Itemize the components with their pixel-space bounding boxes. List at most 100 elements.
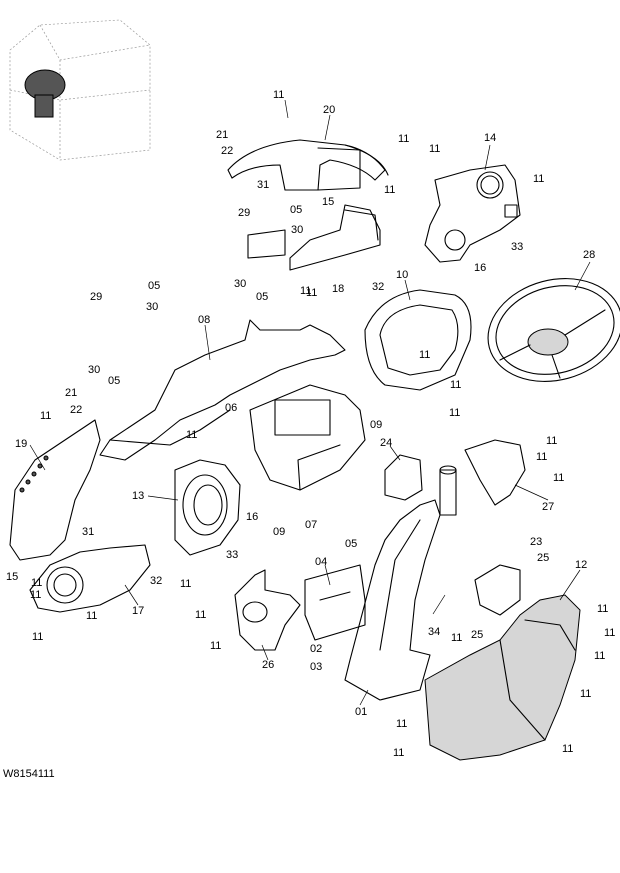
callout-11: 11	[604, 627, 615, 639]
callout-11: 11	[396, 718, 407, 730]
callout-09: 09	[273, 526, 285, 538]
steering-wheel-part-28	[487, 278, 620, 382]
callout-12: 12	[575, 559, 587, 571]
callout-11: 11	[273, 89, 284, 101]
callout-11: 11	[300, 285, 311, 297]
callout-01: 01	[355, 706, 367, 718]
lower-cover-part-26	[234, 569, 301, 651]
callout-33: 33	[226, 549, 238, 561]
callout-30: 30	[291, 224, 303, 236]
callout-18: 18	[332, 283, 344, 295]
callout-labels: 01 02 03 04 05 05 05 05 05 06 07 08 09 0…	[6, 104, 595, 718]
callout-11: 11	[40, 410, 51, 422]
dash-frame-part-08	[99, 319, 346, 461]
mount-plate-part-04	[304, 564, 366, 641]
callout-11: 11	[384, 184, 395, 196]
callout-11: 11	[32, 631, 43, 643]
callout-11: 11	[451, 632, 462, 644]
callout-30: 30	[146, 301, 158, 313]
callout-11: 11	[580, 688, 591, 700]
steering-column-part-01	[344, 465, 457, 701]
callout-11: 11	[210, 640, 221, 652]
left-panel-part-19	[9, 419, 101, 561]
callout-25: 25	[471, 629, 483, 641]
callout-11: 11	[419, 349, 430, 361]
callout-14: 14	[484, 132, 496, 144]
callout-30: 30	[88, 364, 100, 376]
callout-11: 11	[533, 173, 544, 185]
callout-31: 31	[257, 179, 269, 191]
callout-21: 21	[65, 387, 77, 399]
callout-11: 11	[562, 743, 573, 755]
bracket-part-18	[289, 204, 381, 271]
callout-19: 19	[15, 438, 27, 450]
callout-11: 11	[180, 578, 191, 590]
round-cover-part-13	[174, 459, 241, 556]
callout-05: 05	[345, 538, 357, 550]
callout-23: 23	[530, 536, 542, 548]
callout-11: 11	[546, 435, 557, 447]
callout-11: 11	[536, 451, 547, 463]
callout-15: 15	[322, 196, 334, 208]
callout-11: 11	[31, 577, 42, 589]
callout-05: 05	[108, 375, 120, 387]
callout-28: 28	[583, 249, 595, 261]
lower-shroud-part-12	[424, 594, 581, 761]
cover-part-24	[384, 454, 423, 501]
callout-24: 24	[380, 437, 392, 449]
callout-09: 09	[370, 419, 382, 431]
callout-22: 22	[70, 404, 82, 416]
callout-13: 13	[132, 490, 144, 502]
console-box-part-06	[249, 384, 366, 491]
callout-11: 11	[30, 589, 41, 601]
cover-part-27	[464, 439, 526, 506]
callout-21: 21	[216, 129, 228, 141]
callout-11: 11	[429, 143, 440, 155]
leader-lines	[29, 99, 591, 706]
callout-17: 17	[132, 605, 144, 617]
callout-06: 06	[225, 402, 237, 414]
callout-30: 30	[234, 278, 246, 290]
lower-left-panel-part-17	[29, 544, 151, 613]
callout-10: 10	[396, 269, 408, 281]
upper-cover-part-20	[227, 139, 389, 191]
cab-location-thumbnail	[9, 19, 151, 161]
callout-03: 03	[310, 661, 322, 673]
callout-15: 15	[6, 571, 18, 583]
callout-08: 08	[198, 314, 210, 326]
callout-31: 31	[82, 526, 94, 538]
callout-33: 33	[511, 241, 523, 253]
callout-11: 11	[597, 603, 608, 615]
callout-05: 05	[148, 280, 160, 292]
callout-11: 11	[86, 610, 97, 622]
callout-11: 11	[186, 429, 197, 441]
callout-11: 11	[594, 650, 605, 662]
callout-07: 07	[305, 519, 317, 531]
callout-34: 34	[428, 626, 440, 638]
callout-20: 20	[323, 104, 335, 116]
callout-29: 29	[238, 207, 250, 219]
callout-16: 16	[474, 262, 486, 274]
callout-32: 32	[372, 281, 384, 293]
callout-22: 22	[221, 145, 233, 157]
callout-04: 04	[315, 556, 327, 568]
callout-02: 02	[310, 643, 322, 655]
callout-26: 26	[262, 659, 274, 671]
cover-part-23	[474, 564, 521, 616]
cluster-hood-part-10	[364, 289, 472, 391]
bolt-callouts: 11 11 11 11 11 11 11 11 11 11 11 11 11 1…	[30, 89, 615, 759]
callout-27: 27	[542, 501, 554, 513]
callout-11: 11	[195, 609, 206, 621]
callout-11: 11	[306, 287, 317, 299]
callout-11: 11	[449, 407, 460, 419]
callout-05: 05	[290, 204, 302, 216]
callout-32: 32	[150, 575, 162, 587]
callout-11: 11	[393, 747, 404, 759]
callout-11: 11	[450, 379, 461, 391]
callout-29: 29	[90, 291, 102, 303]
dash-panel-part-14	[424, 164, 521, 263]
callout-05: 05	[256, 291, 268, 303]
callout-11: 11	[398, 133, 409, 145]
callout-11: 11	[553, 472, 564, 484]
